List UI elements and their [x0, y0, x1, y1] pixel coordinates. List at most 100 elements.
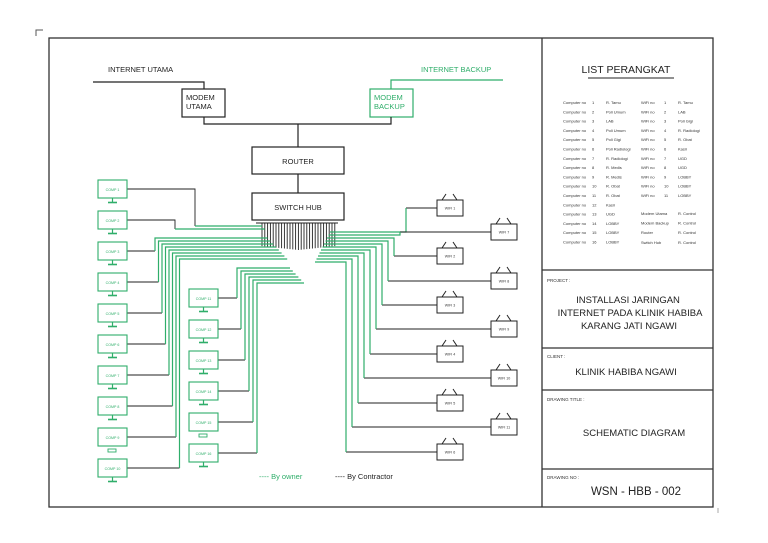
computer-list-location: LOBBY — [606, 221, 620, 226]
computer-node: COMP 5 — [97, 303, 128, 328]
wifi-list-no: 11 — [664, 193, 669, 198]
other-list-label: Modem Backup — [641, 221, 670, 226]
computer-list-label: Computer no — [563, 147, 587, 152]
computer-list-no: 1 — [592, 100, 595, 105]
computer-list-no: 4 — [592, 128, 595, 133]
computer-list-label: Computer no — [563, 128, 587, 133]
computer-list-location: UGD — [606, 212, 615, 217]
comp-cable-owner — [175, 255, 285, 437]
computer-node: COMP 14 — [188, 381, 219, 406]
wifi-list-label: WiFi no — [641, 147, 655, 152]
drawing-frame — [48, 37, 714, 508]
computer-list-no: 5 — [592, 137, 595, 142]
computer-list-no: 8 — [592, 165, 595, 170]
wifi-list-label: WiFi no — [641, 156, 655, 161]
computer-list-location: R. Radiologi — [606, 156, 628, 161]
project-label: PROJECT : — [547, 278, 570, 283]
computer-label: COMP 5 — [106, 312, 120, 316]
wifi-node: WIFI 1 — [436, 193, 464, 217]
computer-node: COMP 6 — [97, 334, 128, 359]
modem-backup-label-1: MODEM — [374, 93, 403, 102]
computer-list-location: LOBBY — [606, 240, 620, 245]
computer-label: COMP 4 — [106, 281, 120, 285]
computer-list-no: 16 — [592, 240, 597, 245]
computer-list-label: Computer no — [563, 202, 587, 207]
wifi-router-icon — [436, 199, 464, 217]
antenna-icon — [495, 266, 501, 274]
computer-node: COMP 10 — [97, 458, 128, 483]
comp-cable-owner — [171, 252, 282, 406]
computer-label: COMP 3 — [106, 250, 120, 254]
computer-list-label: Computer no — [563, 240, 587, 245]
computer-node: COMP 9 — [97, 427, 128, 453]
wifi-label: WIFI 2 — [445, 255, 456, 259]
comp-cable-owner — [244, 273, 296, 360]
legend-owner: ---- By owner — [259, 472, 303, 481]
modem-main-label-2: UTAMA — [186, 102, 212, 111]
project-line-2: INTERNET PADA KLINIK HABIBA — [558, 308, 703, 319]
computer-list-location: R. Medis — [606, 165, 622, 170]
wifi-list-location: R. Radiologi — [678, 128, 700, 133]
wifi-label: WIFI 9 — [499, 328, 510, 332]
wifi-list-label: WiFi no — [641, 174, 655, 179]
internet-main-line — [93, 81, 205, 89]
computer-list-label: Computer no — [563, 100, 587, 105]
comp-cable-owner — [240, 270, 293, 329]
computer-label: COMP 9 — [106, 436, 120, 440]
wifi-node: WIFI 2 — [436, 241, 464, 265]
antenna-icon — [495, 314, 501, 322]
computer-stand-icon — [198, 433, 208, 438]
computer-list-label: Computer no — [563, 221, 587, 226]
internet-backup-line — [390, 79, 503, 89]
cable-group — [127, 188, 491, 469]
computer-list-location: Poli Radiologi — [606, 147, 631, 152]
computer-label: COMP 8 — [106, 405, 120, 409]
wifi-label: WIFI 1 — [445, 207, 456, 211]
antenna-icon — [506, 412, 512, 420]
computer-list-location: Kasir — [606, 202, 616, 207]
wifi-list-location: Kasir — [678, 147, 688, 152]
wifi-list-label: WiFi no — [641, 137, 655, 142]
drawing-title-value: SCHEMATIC DIAGRAM — [583, 428, 685, 439]
computer-list-no: 9 — [592, 174, 595, 179]
wifi-router-icon — [490, 223, 518, 241]
wifi-list-location: Poli Gigi — [678, 119, 693, 124]
antenna-icon — [495, 412, 501, 420]
computer-label: COMP 16 — [196, 452, 212, 456]
antenna-icon — [452, 193, 458, 201]
project-line-3: KARANG JATI NGAWI — [581, 321, 677, 332]
antenna-icon — [506, 266, 512, 274]
computer-list-no: 10 — [592, 184, 597, 189]
wifi-list-no: 3 — [664, 119, 667, 124]
computer-label: COMP 11 — [196, 297, 211, 301]
other-list-label: Switch Hub — [641, 240, 662, 245]
wifi-list-location: LOBBY — [678, 184, 692, 189]
wifi-node: WIFI 10 — [490, 363, 518, 387]
computer-list-label: Computer no — [563, 230, 587, 235]
wifi-list-location: R. Obat — [678, 137, 693, 142]
wifi-router-icon — [436, 394, 464, 412]
antenna-icon — [441, 388, 447, 396]
wifi-list-no: 2 — [664, 109, 667, 114]
drawing-no-value: WSN - HBB - 002 — [591, 486, 681, 498]
wifi-label: WIFI 6 — [445, 451, 456, 455]
wifi-cable-owner — [318, 255, 359, 403]
wifi-list-no: 8 — [664, 165, 667, 170]
computer-list-location: LOBBY — [606, 230, 620, 235]
wifi-list-location: UGD — [678, 156, 687, 161]
wifi-node: WIFI 7 — [490, 217, 518, 241]
computer-list-location: R. Obat — [606, 184, 621, 189]
antenna-icon — [441, 193, 447, 201]
antenna-icon — [506, 314, 512, 322]
computer-list-no: 13 — [592, 212, 597, 217]
other-list-label: Modem Utama — [641, 211, 668, 216]
comp-cable-contractor — [127, 219, 176, 229]
computer-node: COMP 4 — [97, 272, 128, 297]
wifi-list-label: WiFi no — [641, 193, 655, 198]
computer-list-no: 14 — [592, 221, 597, 226]
wifi-label: WIFI 7 — [499, 231, 510, 235]
